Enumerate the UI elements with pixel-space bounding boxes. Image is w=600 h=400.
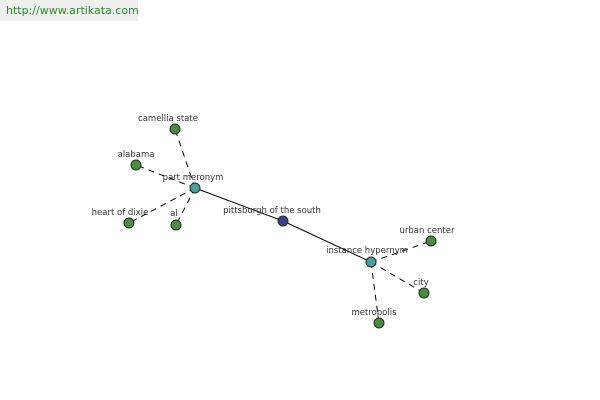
label-urban-center: urban center <box>400 226 455 236</box>
label-camellia-state: camellia state <box>138 114 198 124</box>
node-center[interactable] <box>277 215 289 227</box>
node-heart-of-dixie[interactable] <box>123 217 135 229</box>
node-camellia-state[interactable] <box>169 123 181 135</box>
label-al: al <box>170 209 178 219</box>
label-part-meronym: part meronym <box>163 173 224 183</box>
site-url-link[interactable]: http://www.artikata.com <box>6 4 139 17</box>
node-instance-hypernym[interactable] <box>365 256 377 268</box>
url-banner: http://www.artikata.com <box>0 0 139 21</box>
label-instance-hypernym: instance hypernym <box>326 246 408 256</box>
edge-center-part-meronym <box>194 187 284 222</box>
edge-center-instance-hypernym <box>282 220 372 263</box>
edge-part-meronym-al <box>175 187 196 226</box>
edge-part-meronym-heart-of-dixie <box>128 187 196 224</box>
node-part-meronym[interactable] <box>189 182 201 194</box>
label-alabama: alabama <box>118 150 155 160</box>
label-city: city <box>413 278 428 288</box>
node-al[interactable] <box>170 219 182 231</box>
label-heart-of-dixie: heart of dixie <box>92 208 149 218</box>
node-urban-center[interactable] <box>425 235 437 247</box>
label-metropolis: metropolis <box>351 308 397 318</box>
label-center: pittsburgh of the south <box>223 206 321 216</box>
node-alabama[interactable] <box>130 159 142 171</box>
node-city[interactable] <box>418 287 430 299</box>
node-metropolis[interactable] <box>373 317 385 329</box>
